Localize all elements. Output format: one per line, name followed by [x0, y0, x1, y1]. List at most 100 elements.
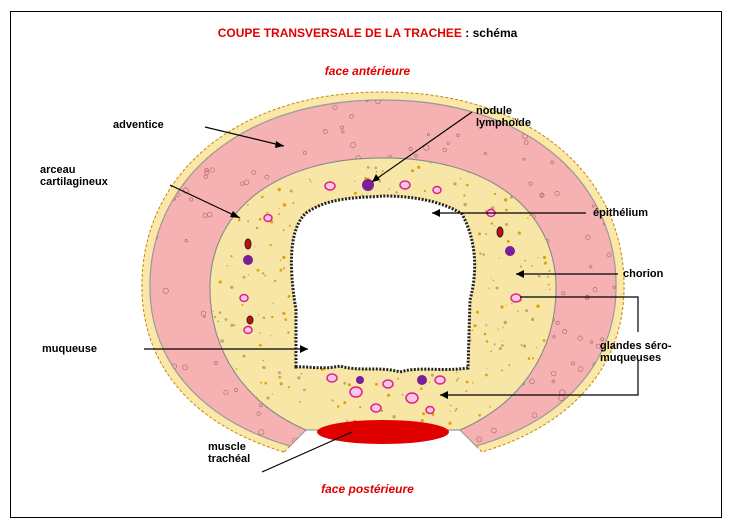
chorion-speck [472, 382, 473, 383]
chorion-speck [474, 324, 477, 327]
label-chorion: chorion [623, 268, 663, 280]
chorion-speck [490, 277, 491, 278]
chorion-speck [543, 339, 546, 342]
chorion-speck [472, 330, 474, 332]
cartilage-cell [169, 130, 173, 134]
chorion-speck [521, 344, 523, 346]
cartilage-cell [206, 122, 208, 124]
chorion-speck [489, 406, 491, 408]
chorion-speck [272, 303, 273, 304]
chorion-speck [263, 316, 266, 319]
chorion-speck [248, 274, 249, 275]
chorion-speck [544, 262, 547, 265]
cartilage-cell [149, 417, 152, 420]
chorion-speck [256, 227, 259, 230]
chorion-speck [293, 337, 294, 338]
chorion-speck [271, 316, 273, 318]
chorion-speck [309, 179, 311, 181]
chorion-speck [392, 415, 395, 418]
cartilage-cell [594, 106, 599, 111]
chorion-speck [243, 355, 246, 358]
chorion-speck [411, 169, 414, 172]
chorion-speck [225, 318, 228, 321]
chorion-speck [463, 194, 465, 196]
chorion-speck [531, 265, 533, 267]
cartilage-cell [557, 139, 560, 142]
chorion-speck [292, 202, 294, 204]
chorion-speck [538, 275, 541, 278]
chorion-speck [422, 412, 425, 415]
cartilage-cell [154, 185, 156, 187]
chorion-speck [288, 386, 290, 388]
chorion-speck [236, 368, 238, 370]
chorion-speck [289, 225, 291, 227]
chorion-speck [375, 383, 378, 386]
chorion-speck [348, 383, 351, 386]
chorion-speck [508, 364, 510, 366]
chorion-speck [343, 382, 346, 385]
chorion-speck [388, 188, 389, 189]
chorion-speck [282, 312, 285, 315]
chorion-speck [543, 256, 546, 259]
chorion-speck [455, 408, 457, 410]
chorion-speck [478, 232, 481, 235]
chorion-speck [501, 370, 503, 372]
chorion-speck [219, 280, 222, 283]
cartilage-cell [556, 136, 561, 141]
chorion-speck [254, 246, 255, 247]
chorion-speck [424, 190, 426, 192]
chorion-speck [230, 255, 232, 257]
chorion-speck [354, 192, 357, 195]
chorion-speck [536, 305, 539, 308]
chorion-speck [491, 222, 494, 225]
chorion-speck [257, 269, 260, 272]
chorion-speck [376, 171, 378, 173]
chorion-speck [489, 288, 490, 289]
cartilage-cell [239, 106, 243, 110]
cartilage-cell [158, 396, 162, 400]
chorion-speck [270, 335, 271, 336]
chorion-speck [450, 405, 452, 407]
chorion-speck [456, 372, 457, 373]
chorion-speck [484, 333, 487, 336]
chorion-speck [382, 170, 384, 172]
chorion-speck [402, 394, 404, 396]
chorion-speck [511, 303, 513, 305]
chorion-speck [260, 382, 262, 384]
chorion-speck [421, 419, 424, 422]
chorion-speck [278, 376, 281, 379]
chorion-speck [217, 321, 219, 323]
label-arceau-cartilagineux: arceau cartilagineux [40, 164, 108, 188]
chorion-speck [510, 196, 513, 199]
chorion-speck [263, 366, 266, 369]
chorion-speck [279, 269, 282, 272]
chorion-speck [287, 331, 289, 333]
cartilage-cell [220, 117, 224, 121]
chorion-speck [243, 276, 246, 279]
chorion-speck [504, 198, 507, 201]
chorion-speck [485, 324, 487, 326]
epithelium [291, 196, 474, 372]
chorion-speck [537, 257, 538, 258]
chorion-speck [417, 166, 420, 169]
chorion-speck [282, 256, 285, 259]
label-glandes-sero-muqueuses: glandes séro- muqueuses [600, 340, 672, 364]
cartilage-cell [166, 438, 170, 442]
cartilage-cell [196, 414, 201, 419]
chorion-speck [527, 217, 529, 219]
chorion-speck [548, 284, 550, 286]
chorion-speck [499, 347, 502, 350]
cartilage-cell [200, 417, 202, 419]
chorion-speck [507, 240, 510, 243]
chorion-speck [456, 379, 458, 381]
chorion-speck [520, 266, 522, 268]
chorion-speck [387, 394, 390, 397]
chorion-speck [523, 344, 526, 347]
chorion-speck [506, 305, 507, 306]
cartilage-cell [574, 413, 578, 417]
cartilage-cell [185, 443, 188, 446]
chorion-speck [448, 422, 451, 425]
chorion-speck [299, 401, 301, 403]
chorion-speck [490, 351, 492, 353]
